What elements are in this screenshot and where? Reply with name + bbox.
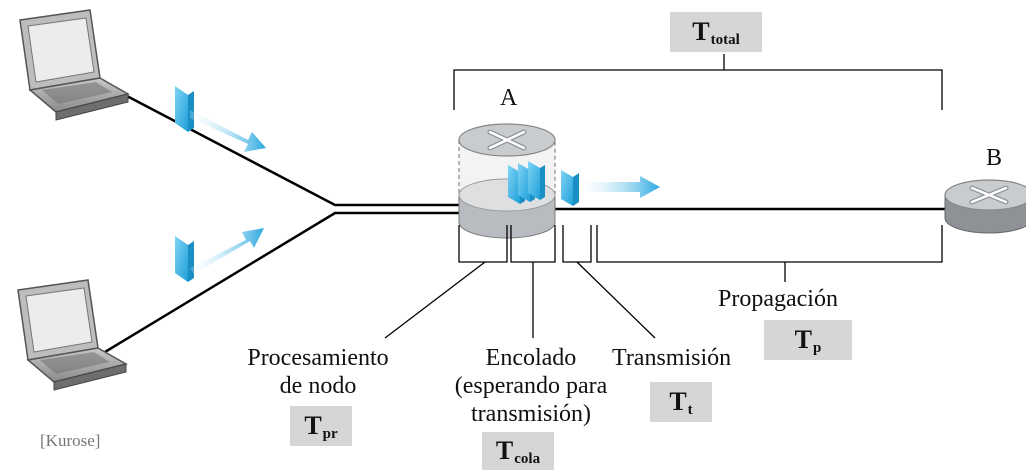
- link-laptop-top: [124, 93, 460, 207]
- transmission-label: Transmisión: [612, 345, 732, 371]
- propagation-label: Propagación: [718, 286, 838, 312]
- queueing-label-line2: (esperando para: [454, 373, 608, 399]
- queued-packets: [508, 161, 545, 204]
- processing-label-line2: de nodo: [279, 373, 357, 399]
- packet-bottom-incoming: [175, 228, 264, 282]
- laptop-icon-top: [19, 9, 130, 121]
- queueing-label-line1: Encolado: [485, 345, 577, 371]
- link-laptop-bottom: [99, 211, 460, 357]
- propagation-bracket: [596, 225, 943, 263]
- transmission-bracket: [562, 225, 592, 263]
- component-brackets: [384, 225, 943, 339]
- processing-leader: [384, 261, 486, 339]
- queueing-label: Encolado (esperando para transmisión): [436, 344, 626, 428]
- laptop-icon-bottom: [17, 279, 128, 391]
- network-links: [99, 93, 950, 357]
- packet-transmitting: [561, 170, 660, 206]
- transmission-leader: [576, 261, 656, 339]
- router-b-label: B: [986, 145, 1003, 171]
- queueing-label-line3: transmisión): [471, 401, 591, 427]
- processing-label: Procesamiento de nodo: [228, 344, 408, 400]
- router-b-icon: [944, 179, 1026, 234]
- processing-label-line1: Procesamiento: [247, 345, 389, 371]
- source-citation: [Kurose]: [40, 431, 101, 450]
- packet-top-incoming: [175, 86, 266, 152]
- processing-bracket: [458, 225, 508, 263]
- total-delay-bracket: [453, 54, 943, 110]
- router-a-label: A: [500, 85, 518, 111]
